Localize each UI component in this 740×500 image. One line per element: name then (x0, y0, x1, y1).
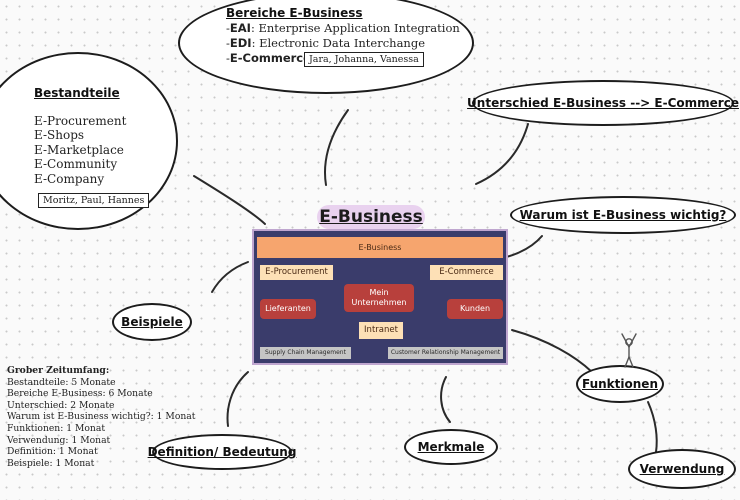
timeframe-item: Unterschied: 2 Monate (7, 399, 115, 411)
bubble-merkmale[interactable]: Merkmale (404, 429, 498, 465)
timeframe-item: Funktionen: 1 Monat (7, 422, 106, 434)
merkmale-title: Merkmale (417, 440, 485, 454)
bubble-unterschied[interactable]: Unterschied E-Business --> E-Commerce (467, 80, 739, 126)
cheering-person-icon (621, 333, 637, 368)
diagram-intranet-block: Intranet (359, 322, 403, 339)
beispiele-title: Beispiele (121, 315, 183, 329)
funktionen-title: Funktionen (582, 377, 658, 391)
bubble-verwendung[interactable]: Verwendung (628, 449, 736, 489)
timeframe-item: Bestandteile: 5 Monate (7, 376, 116, 388)
diagram-scm-block: Supply Chain Management (260, 347, 351, 359)
diagram-ebusiness-bar: E-Business (257, 237, 503, 258)
timeframe-title: Grober Zeitumfang: (7, 365, 110, 376)
diagram-mein-unternehmen-block: Mein Unternehmen (344, 284, 414, 312)
timeframe-item: Warum ist E-Business wichtig?: 1 Monat (7, 411, 196, 423)
bestandteile-names-box: Moritz, Paul, Hannes (38, 193, 150, 208)
link-unterschied (475, 123, 529, 185)
bestandteile-item: E-Marketplace (34, 142, 124, 157)
link-funktionen (511, 329, 593, 373)
bubble-bestandteile[interactable]: Bestandteile E-Procurement E-Shops E-Mar… (0, 52, 178, 230)
timeframe-item: Definition: 1 Monat (7, 446, 98, 458)
bereiche-content: Bereiche E-Business -EAI: Enterprise App… (226, 6, 460, 66)
bestandteile-content: Bestandteile E-Procurement E-Shops E-Mar… (34, 86, 126, 186)
link-bestandteile (193, 175, 266, 225)
bubble-bereiche-ebusiness[interactable]: Bereiche E-Business -EAI: Enterprise App… (178, 0, 474, 94)
link-verwendung (647, 401, 658, 453)
central-title[interactable]: E-Business (317, 205, 425, 229)
diagram-lieferanten-block: Lieferanten (260, 299, 316, 319)
bubble-beispiele[interactable]: Beispiele (112, 303, 192, 341)
bereiche-item: -E-Commerce (226, 51, 311, 65)
bestandteile-item: E-Company (34, 171, 105, 186)
wichtig-title: Warum ist E-Business wichtig? (519, 208, 727, 222)
unternehmen-label: Unternehmen (351, 298, 407, 307)
bestandteile-item: E-Shops (34, 128, 85, 142)
unterschied-title: Unterschied E-Business --> E-Commerce (467, 96, 739, 110)
link-bereiche (324, 109, 349, 186)
link-beispiele-diagram (211, 261, 249, 293)
bestandteile-item: E-Community (34, 157, 118, 171)
diagram-kunden-block: Kunden (447, 299, 503, 319)
timeframe-item: Bereiche E-Business: 6 Monate (7, 388, 153, 400)
bereiche-names-box: Jara, Johanna, Vanessa (304, 52, 424, 67)
bereiche-item: -EAI: Enterprise Application Integration (226, 21, 460, 35)
timeframe-note: Grober Zeitumfang: Bestandteile: 5 Monat… (7, 365, 195, 469)
bubble-definition[interactable]: Definition/ Bedeutung (148, 434, 296, 470)
bereiche-item: -EDI: Electronic Data Interchange (226, 36, 426, 50)
bestandteile-item: E-Procurement (34, 113, 127, 128)
verwendung-title: Verwendung (639, 462, 725, 476)
diagram-crm-block: Customer Relationship Management (388, 347, 503, 359)
timeframe-item: Verwendung: 1 Monat (7, 434, 111, 446)
definition-title: Definition/ Bedeutung (147, 445, 297, 459)
link-merkmale (440, 376, 451, 423)
ebusiness-diagram: E-Business E-Procurement E-Commerce Mein… (252, 229, 508, 365)
bereiche-title: Bereiche E-Business (226, 6, 363, 20)
bestandteile-title: Bestandteile (34, 86, 120, 100)
diagram-ecommerce-block: E-Commerce (430, 265, 503, 280)
timeframe-item: Beispiele: 1 Monat (7, 457, 95, 469)
diagram-eprocurement-block: E-Procurement (260, 265, 333, 280)
bubble-warum-wichtig[interactable]: Warum ist E-Business wichtig? (510, 196, 736, 234)
mein-label: Mein (369, 288, 389, 297)
link-definition (226, 371, 249, 427)
bubble-funktionen[interactable]: Funktionen (576, 365, 664, 403)
